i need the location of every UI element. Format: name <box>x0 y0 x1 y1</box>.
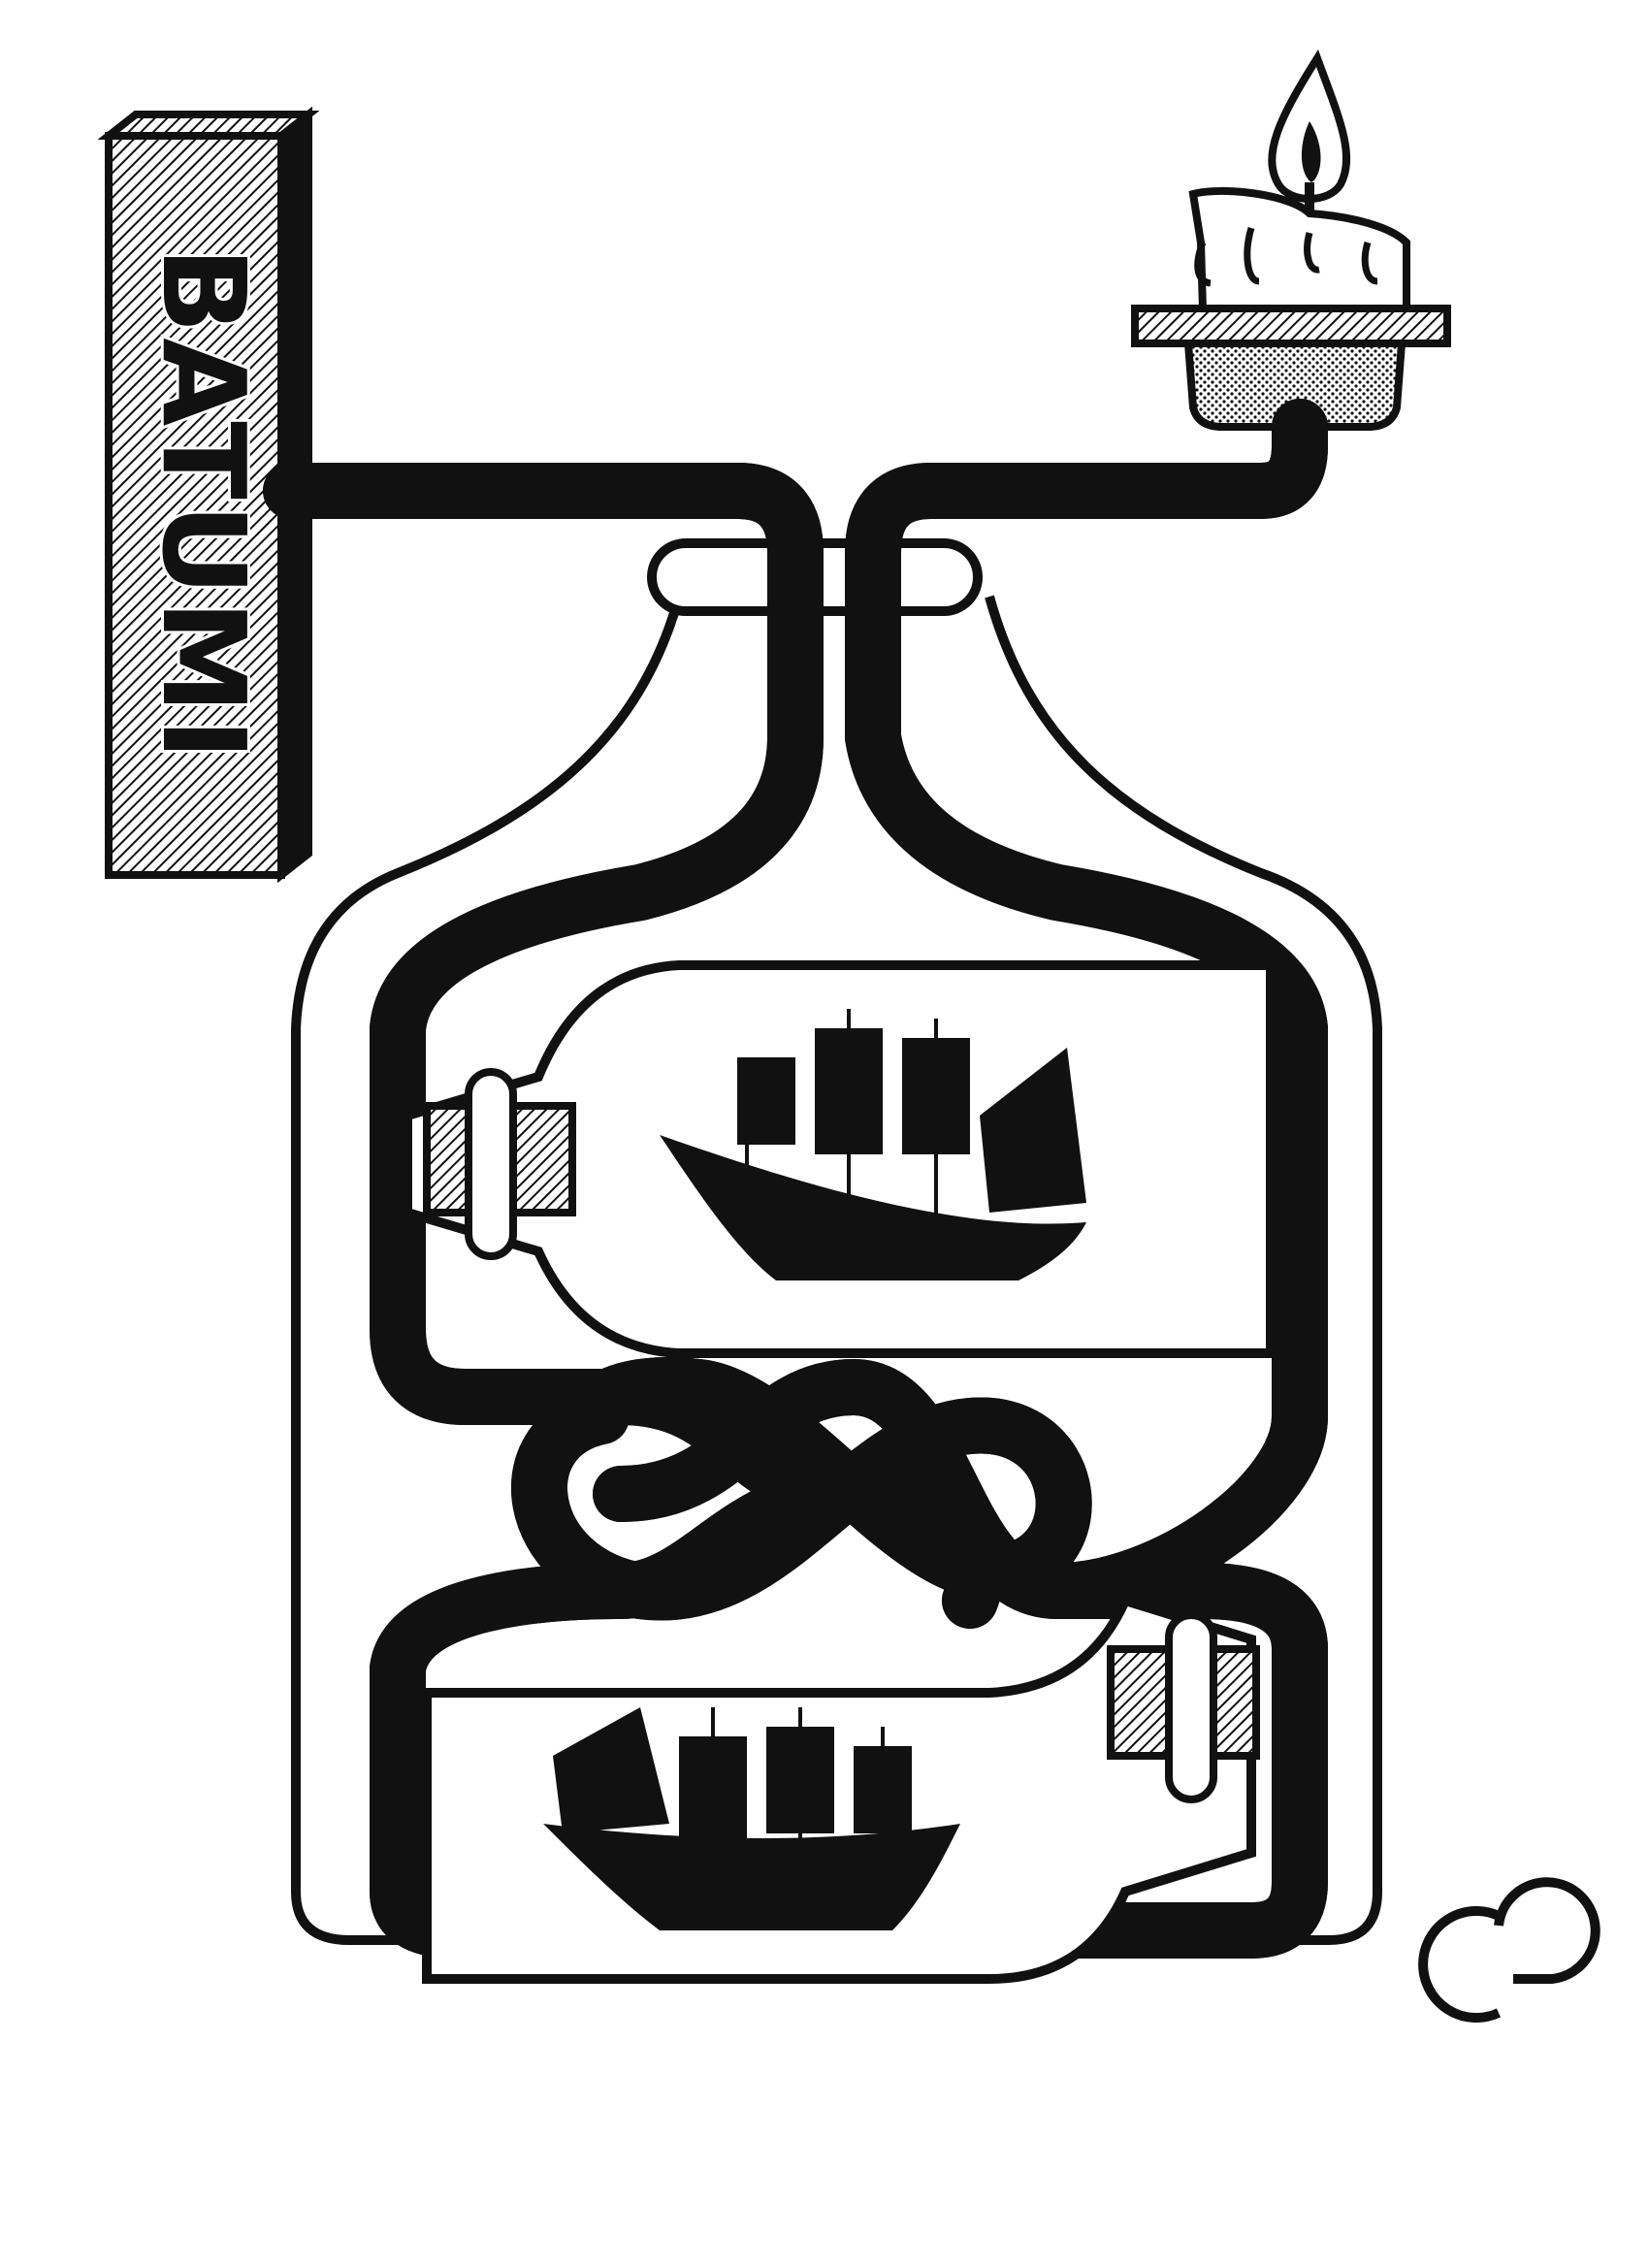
batumi-sign: BATUMI <box>97 106 320 884</box>
lower-ship <box>543 1707 960 1930</box>
upper-ship-bottle <box>403 960 1276 1358</box>
artist-monogram: CG <box>0 0 1600 2023</box>
figure-eight-knot <box>539 1385 1064 1593</box>
rope <box>263 399 1328 1959</box>
upper-ship <box>660 1009 1086 1280</box>
candle <box>1131 49 1451 431</box>
lower-ship-bottle <box>422 1594 1260 1984</box>
sign-label: BATUMI <box>137 246 271 764</box>
monogram-label: CG <box>0 0 2 1</box>
